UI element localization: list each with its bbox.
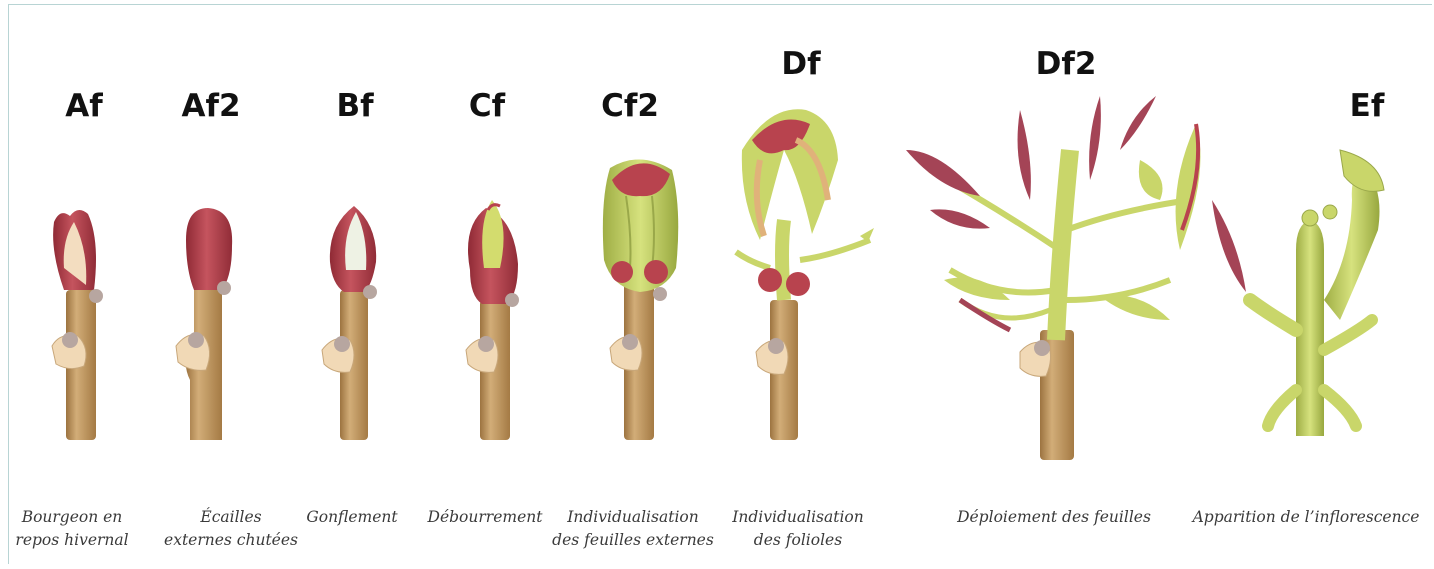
caption-bf-line1: Gonflement [306,506,397,529]
caption-cf-line1: Débourrement [428,506,543,529]
caption-cf2: Individualisation des feuilles externes [552,506,714,552]
caption-df2: Déploiement des feuilles [957,506,1151,529]
caption-af-line1: Bourgeon en [15,506,128,529]
caption-df-line1: Individualisation [732,506,863,529]
caption-ef-line1: Apparition de l’inflorescence [1193,506,1420,529]
stage-bf-drawing [322,206,377,440]
caption-cf2-line1: Individualisation [552,506,714,529]
caption-af-line2: repos hivernal [15,529,128,552]
caption-df2-line1: Déploiement des feuilles [957,506,1151,529]
stage-cf2-drawing [603,159,678,440]
caption-cf2-line2: des feuilles externes [552,529,714,552]
caption-af2-line2: externes chutées [164,529,298,552]
stage-af2-drawing [176,208,232,440]
caption-af2-line1: Écailles [164,506,298,529]
caption-af2: Écailles externes chutées [164,506,298,552]
caption-cf: Débourrement [428,506,543,529]
caption-ef: Apparition de l’inflorescence [1193,506,1420,529]
stage-cf-drawing [466,200,519,440]
stage-ef-drawing [1250,150,1384,436]
stage-df2-drawing [906,96,1246,460]
caption-df-line2: des folioles [732,529,863,552]
stage-df-drawing [736,109,874,440]
caption-df: Individualisation des folioles [732,506,863,552]
stage-af-drawing [52,210,103,440]
caption-af: Bourgeon en repos hivernal [15,506,128,552]
caption-bf: Gonflement [306,506,397,529]
